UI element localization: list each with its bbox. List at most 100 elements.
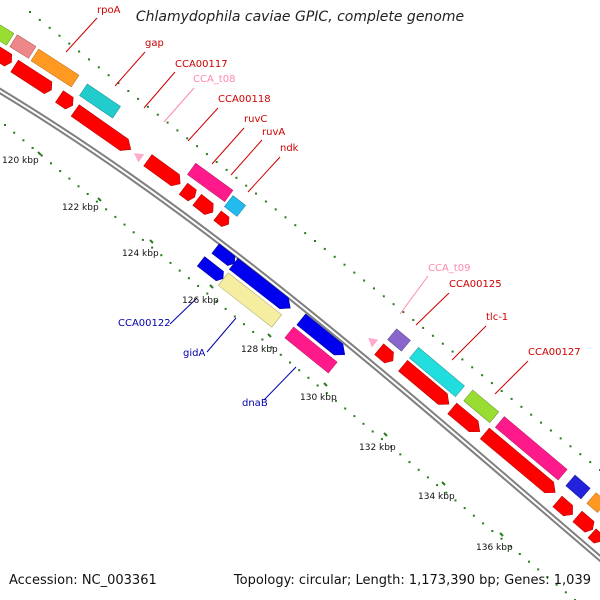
kbp-tick-label: 132 kbp xyxy=(359,443,396,453)
track-dot xyxy=(316,384,319,387)
track-dot xyxy=(270,346,273,349)
track-dot xyxy=(408,461,411,464)
track-dot xyxy=(371,430,374,433)
track-dot xyxy=(412,319,415,321)
track-dot xyxy=(528,560,530,563)
track-dot xyxy=(392,303,395,306)
track-dot xyxy=(353,415,356,418)
accession-text: Accession: NC_003361 xyxy=(9,573,157,588)
gene-arrow xyxy=(296,313,346,356)
track-dot xyxy=(362,422,365,425)
label-leader-line xyxy=(494,360,529,395)
gene-block xyxy=(494,416,568,481)
gene-label: gidA xyxy=(183,348,206,359)
track-dot xyxy=(373,287,375,290)
gene-arrow xyxy=(10,59,53,94)
track-dot xyxy=(141,238,144,241)
gene-block xyxy=(79,83,121,119)
track-dot xyxy=(233,315,236,318)
label-leader-line xyxy=(211,127,245,165)
label-leader-line xyxy=(65,17,98,53)
track-dot xyxy=(88,58,90,61)
gene-label: gap xyxy=(145,38,164,49)
gene-arrow xyxy=(55,90,74,110)
kbp-tick-mark xyxy=(97,197,102,202)
gene-block xyxy=(409,347,465,397)
track-dot xyxy=(59,170,62,172)
track-dot xyxy=(68,42,71,45)
gene-label: CCA_t08 xyxy=(193,74,236,85)
track-dot xyxy=(186,137,189,140)
label-leader-line xyxy=(415,292,450,326)
track-dot xyxy=(38,18,41,21)
track-dot xyxy=(264,200,267,203)
reverse-strand-genes xyxy=(0,45,600,544)
track-dot xyxy=(436,484,439,487)
track-dot xyxy=(325,392,328,395)
track-dot xyxy=(151,246,154,249)
track-dot xyxy=(482,522,485,525)
track-dot xyxy=(589,461,592,464)
track-dot xyxy=(279,353,282,356)
track-dot xyxy=(399,453,402,456)
track-dot xyxy=(160,254,163,257)
track-dot xyxy=(471,366,474,369)
track-dot xyxy=(255,192,257,195)
track-dot xyxy=(284,216,287,219)
label-leader-line xyxy=(230,139,263,176)
trna-marker xyxy=(133,153,145,163)
label-leader-line xyxy=(399,275,429,315)
inner-track-genes xyxy=(196,243,346,374)
track-dot xyxy=(127,90,130,92)
track-dot xyxy=(549,429,552,432)
kbp-tick-label: 136 kbp xyxy=(476,543,513,553)
kbp-tick-label: 122 kbp xyxy=(62,203,99,213)
gene-block xyxy=(217,272,283,328)
track-dot xyxy=(95,200,98,203)
gene-block xyxy=(224,195,246,217)
kbp-tick-mark xyxy=(37,151,42,156)
label-leader-lines xyxy=(65,17,529,401)
track-dot xyxy=(579,453,582,456)
track-dot xyxy=(510,397,513,400)
gene-block xyxy=(463,389,500,423)
track-dot xyxy=(304,232,307,235)
gene-label: ruvC xyxy=(244,114,268,125)
track-dot xyxy=(117,82,120,85)
kbp-tick-mark xyxy=(499,532,504,537)
gene-block xyxy=(0,24,15,46)
track-dot xyxy=(520,405,523,408)
track-dot xyxy=(343,263,346,266)
track-dot xyxy=(426,476,429,479)
track-dot xyxy=(564,591,567,594)
track-dot xyxy=(40,154,43,157)
track-dot xyxy=(335,399,337,402)
track-dot xyxy=(77,185,80,188)
track-dot xyxy=(137,97,140,100)
track-dot xyxy=(215,300,218,303)
track-dot xyxy=(461,358,464,361)
track-dot xyxy=(417,468,420,471)
track-dot xyxy=(196,145,199,148)
kbp-tick-marks xyxy=(37,151,504,537)
gene-arrow xyxy=(196,256,224,282)
label-leader-line xyxy=(163,87,195,123)
track-dot xyxy=(463,507,466,510)
gene-block xyxy=(565,474,591,500)
gene-block xyxy=(586,492,600,513)
track-dot xyxy=(50,162,52,165)
track-dot xyxy=(78,50,81,53)
gene-label: dnaB xyxy=(242,398,268,409)
track-dot xyxy=(215,161,218,163)
gene-block xyxy=(187,162,234,202)
track-dot xyxy=(298,369,301,372)
gene-arrow xyxy=(374,343,394,364)
label-leader-line xyxy=(263,366,297,401)
track-dot xyxy=(224,307,227,310)
kbp-tick-mark xyxy=(267,333,272,338)
gene-label: CCA00125 xyxy=(449,279,502,290)
kbp-tick-label: 130 kbp xyxy=(300,393,337,403)
track-dot xyxy=(422,326,425,329)
kbp-tick-mark xyxy=(149,239,154,244)
